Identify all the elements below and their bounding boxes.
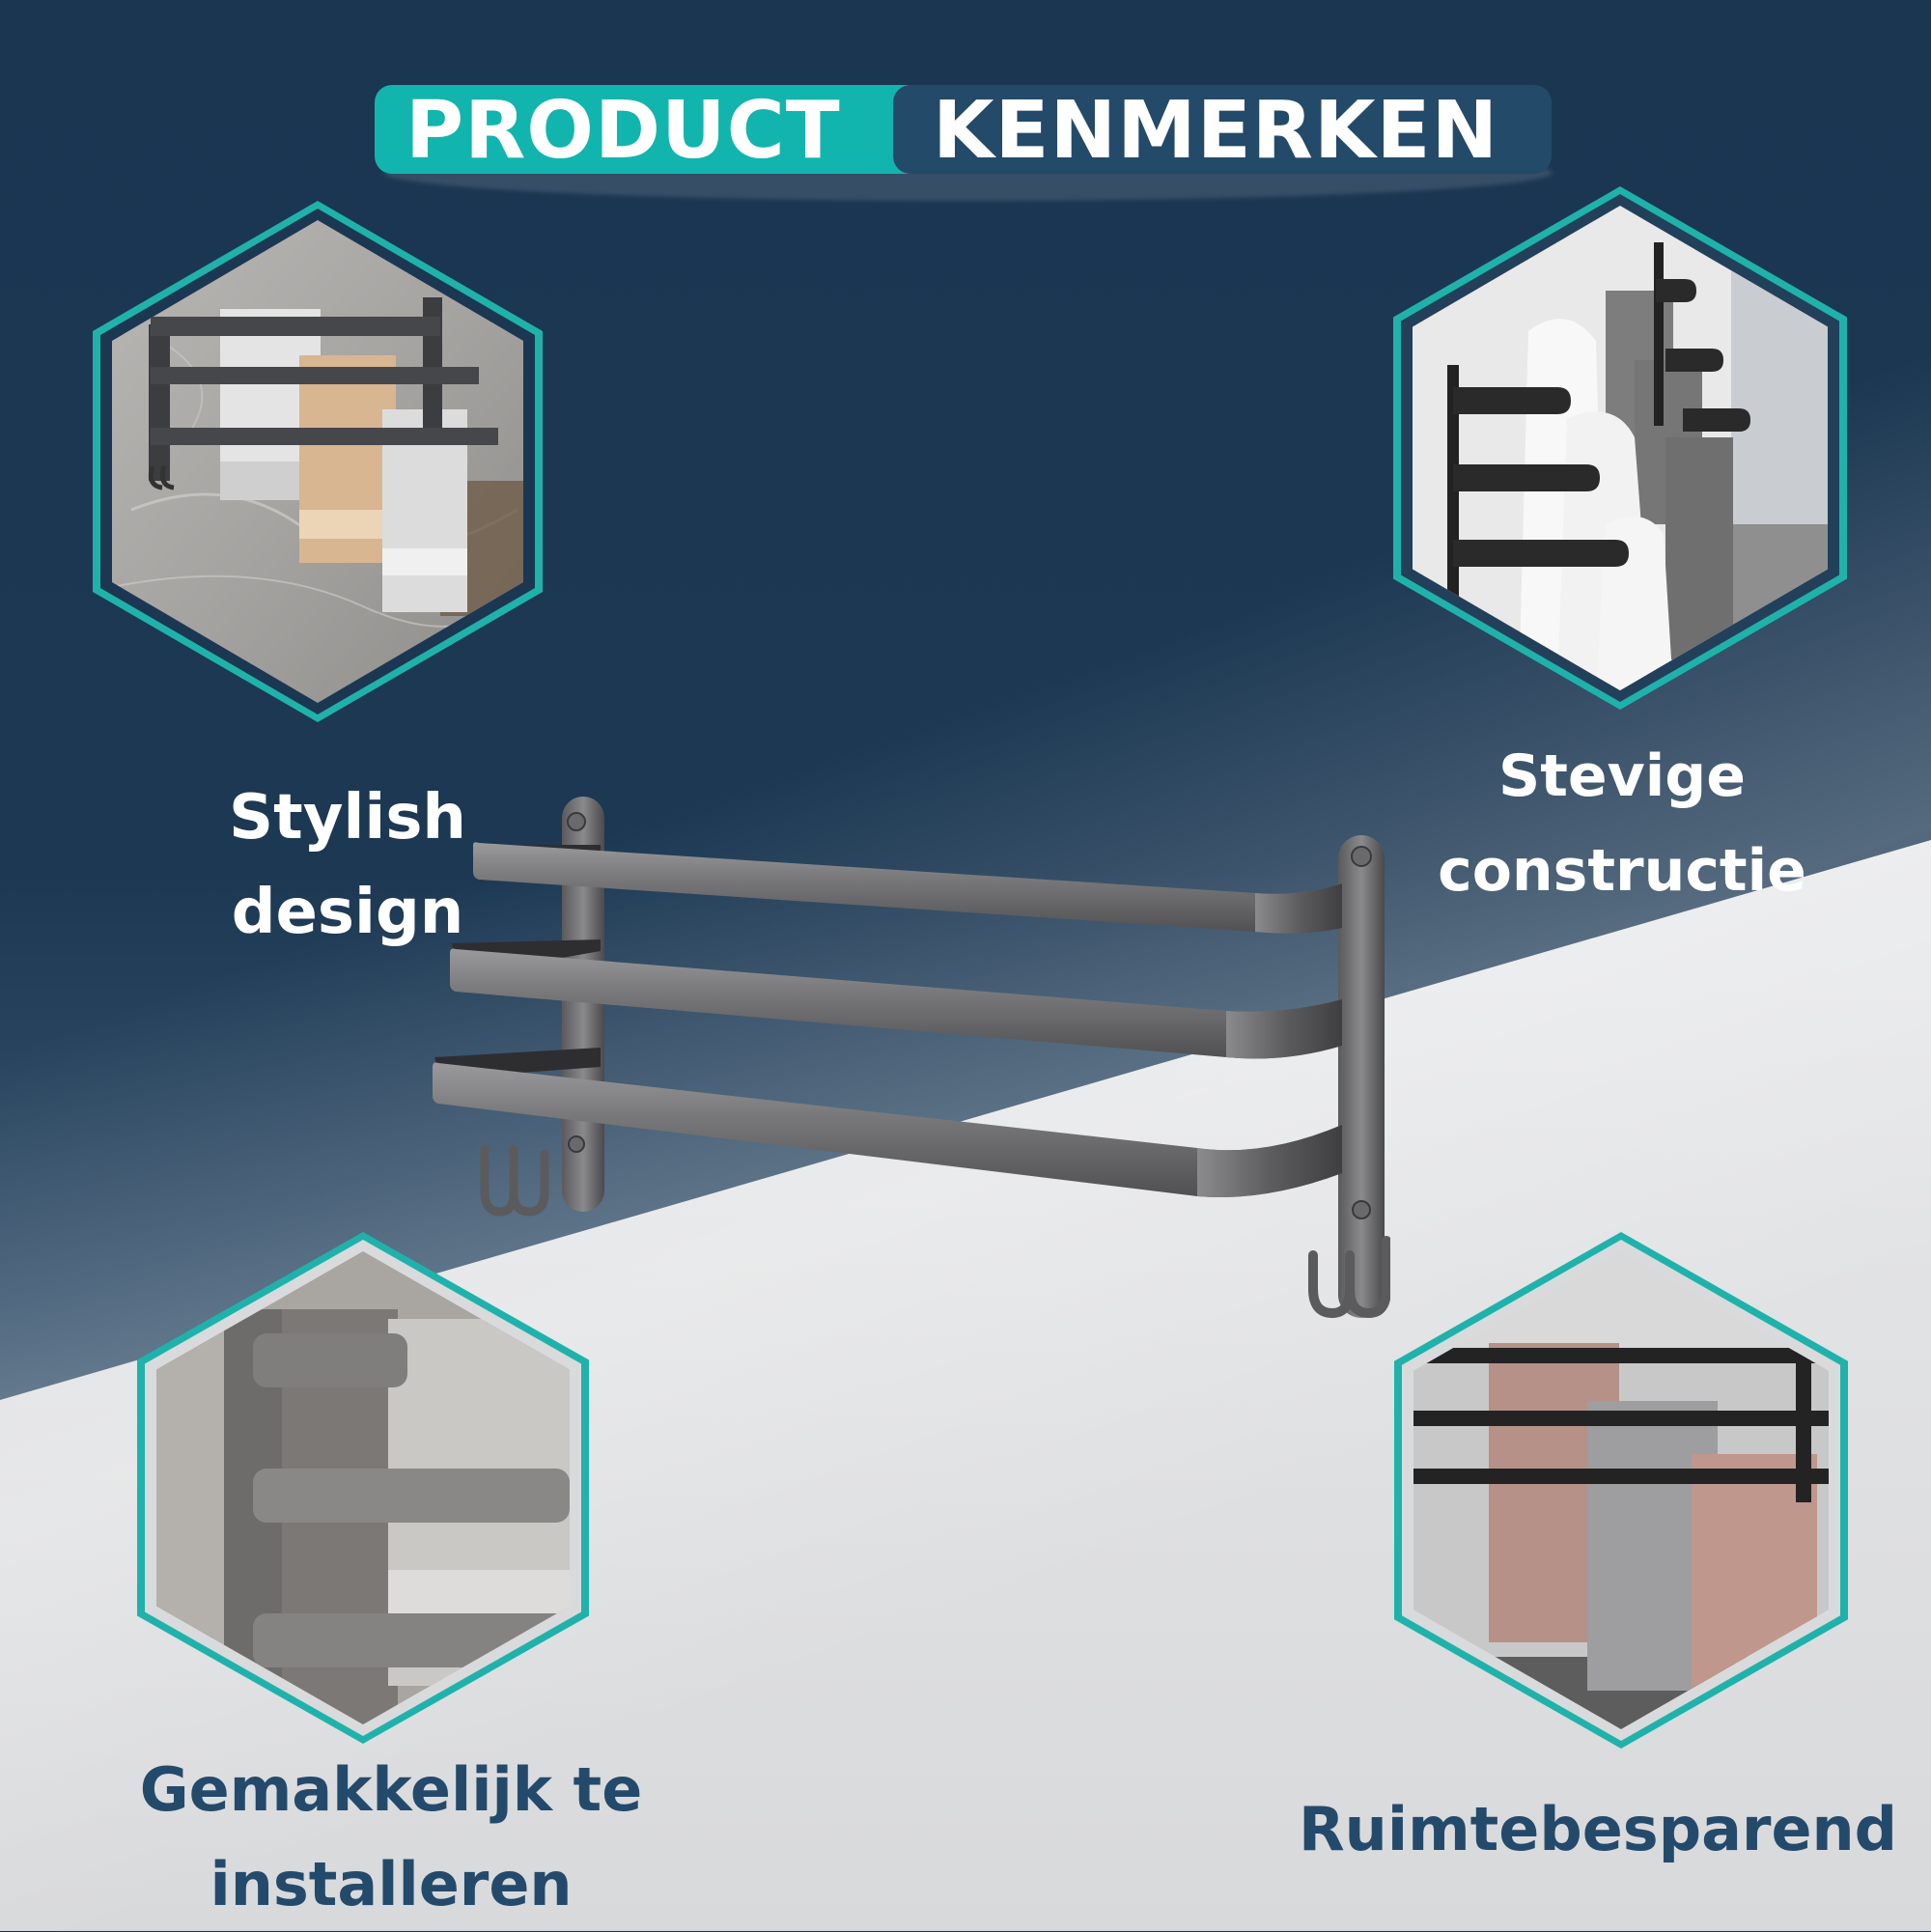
feature-label-line1: Stylish xyxy=(229,782,466,854)
feature-label-line2: design xyxy=(231,877,464,948)
page-title: PRODUCT KENMERKEN xyxy=(375,85,1562,201)
product-towel-rack xyxy=(425,787,1390,1328)
feature-label-line1: Stevige xyxy=(1498,742,1746,810)
title-part-kenmerken: KENMERKEN xyxy=(933,85,1499,177)
right-hooks xyxy=(1308,1236,1390,1319)
feature-label-ruimtebesparend: Ruimtebesparend xyxy=(1265,1791,1931,1868)
feature-label-line2: constructie xyxy=(1438,837,1806,905)
feature-label-line1: Gemakkelijk te xyxy=(139,1754,643,1825)
feature-image-gemakkelijk-installeren xyxy=(137,1232,589,1744)
feature-image-ruimtebesparend xyxy=(1394,1232,1848,1749)
feature-label-gemakkelijk-installeren: Gemakkelijk te installeren xyxy=(97,1743,686,1932)
left-hooks xyxy=(480,1144,549,1217)
feature-label-stylish-design: Stylish design xyxy=(193,770,502,960)
right-wall-plate xyxy=(1338,835,1385,1318)
feature-label-stevige-constructie: Stevige constructie xyxy=(1390,729,1854,918)
feature-label-line2: installeren xyxy=(210,1849,573,1919)
feature-label-line1: Ruimtebesparend xyxy=(1298,1794,1898,1864)
title-part-product: PRODUCT xyxy=(406,85,841,177)
feature-image-stevige-constructie xyxy=(1393,186,1847,710)
title-pill-navy xyxy=(893,85,1552,174)
feature-image-stylish-design xyxy=(93,201,543,722)
title-pill-teal xyxy=(375,85,925,174)
